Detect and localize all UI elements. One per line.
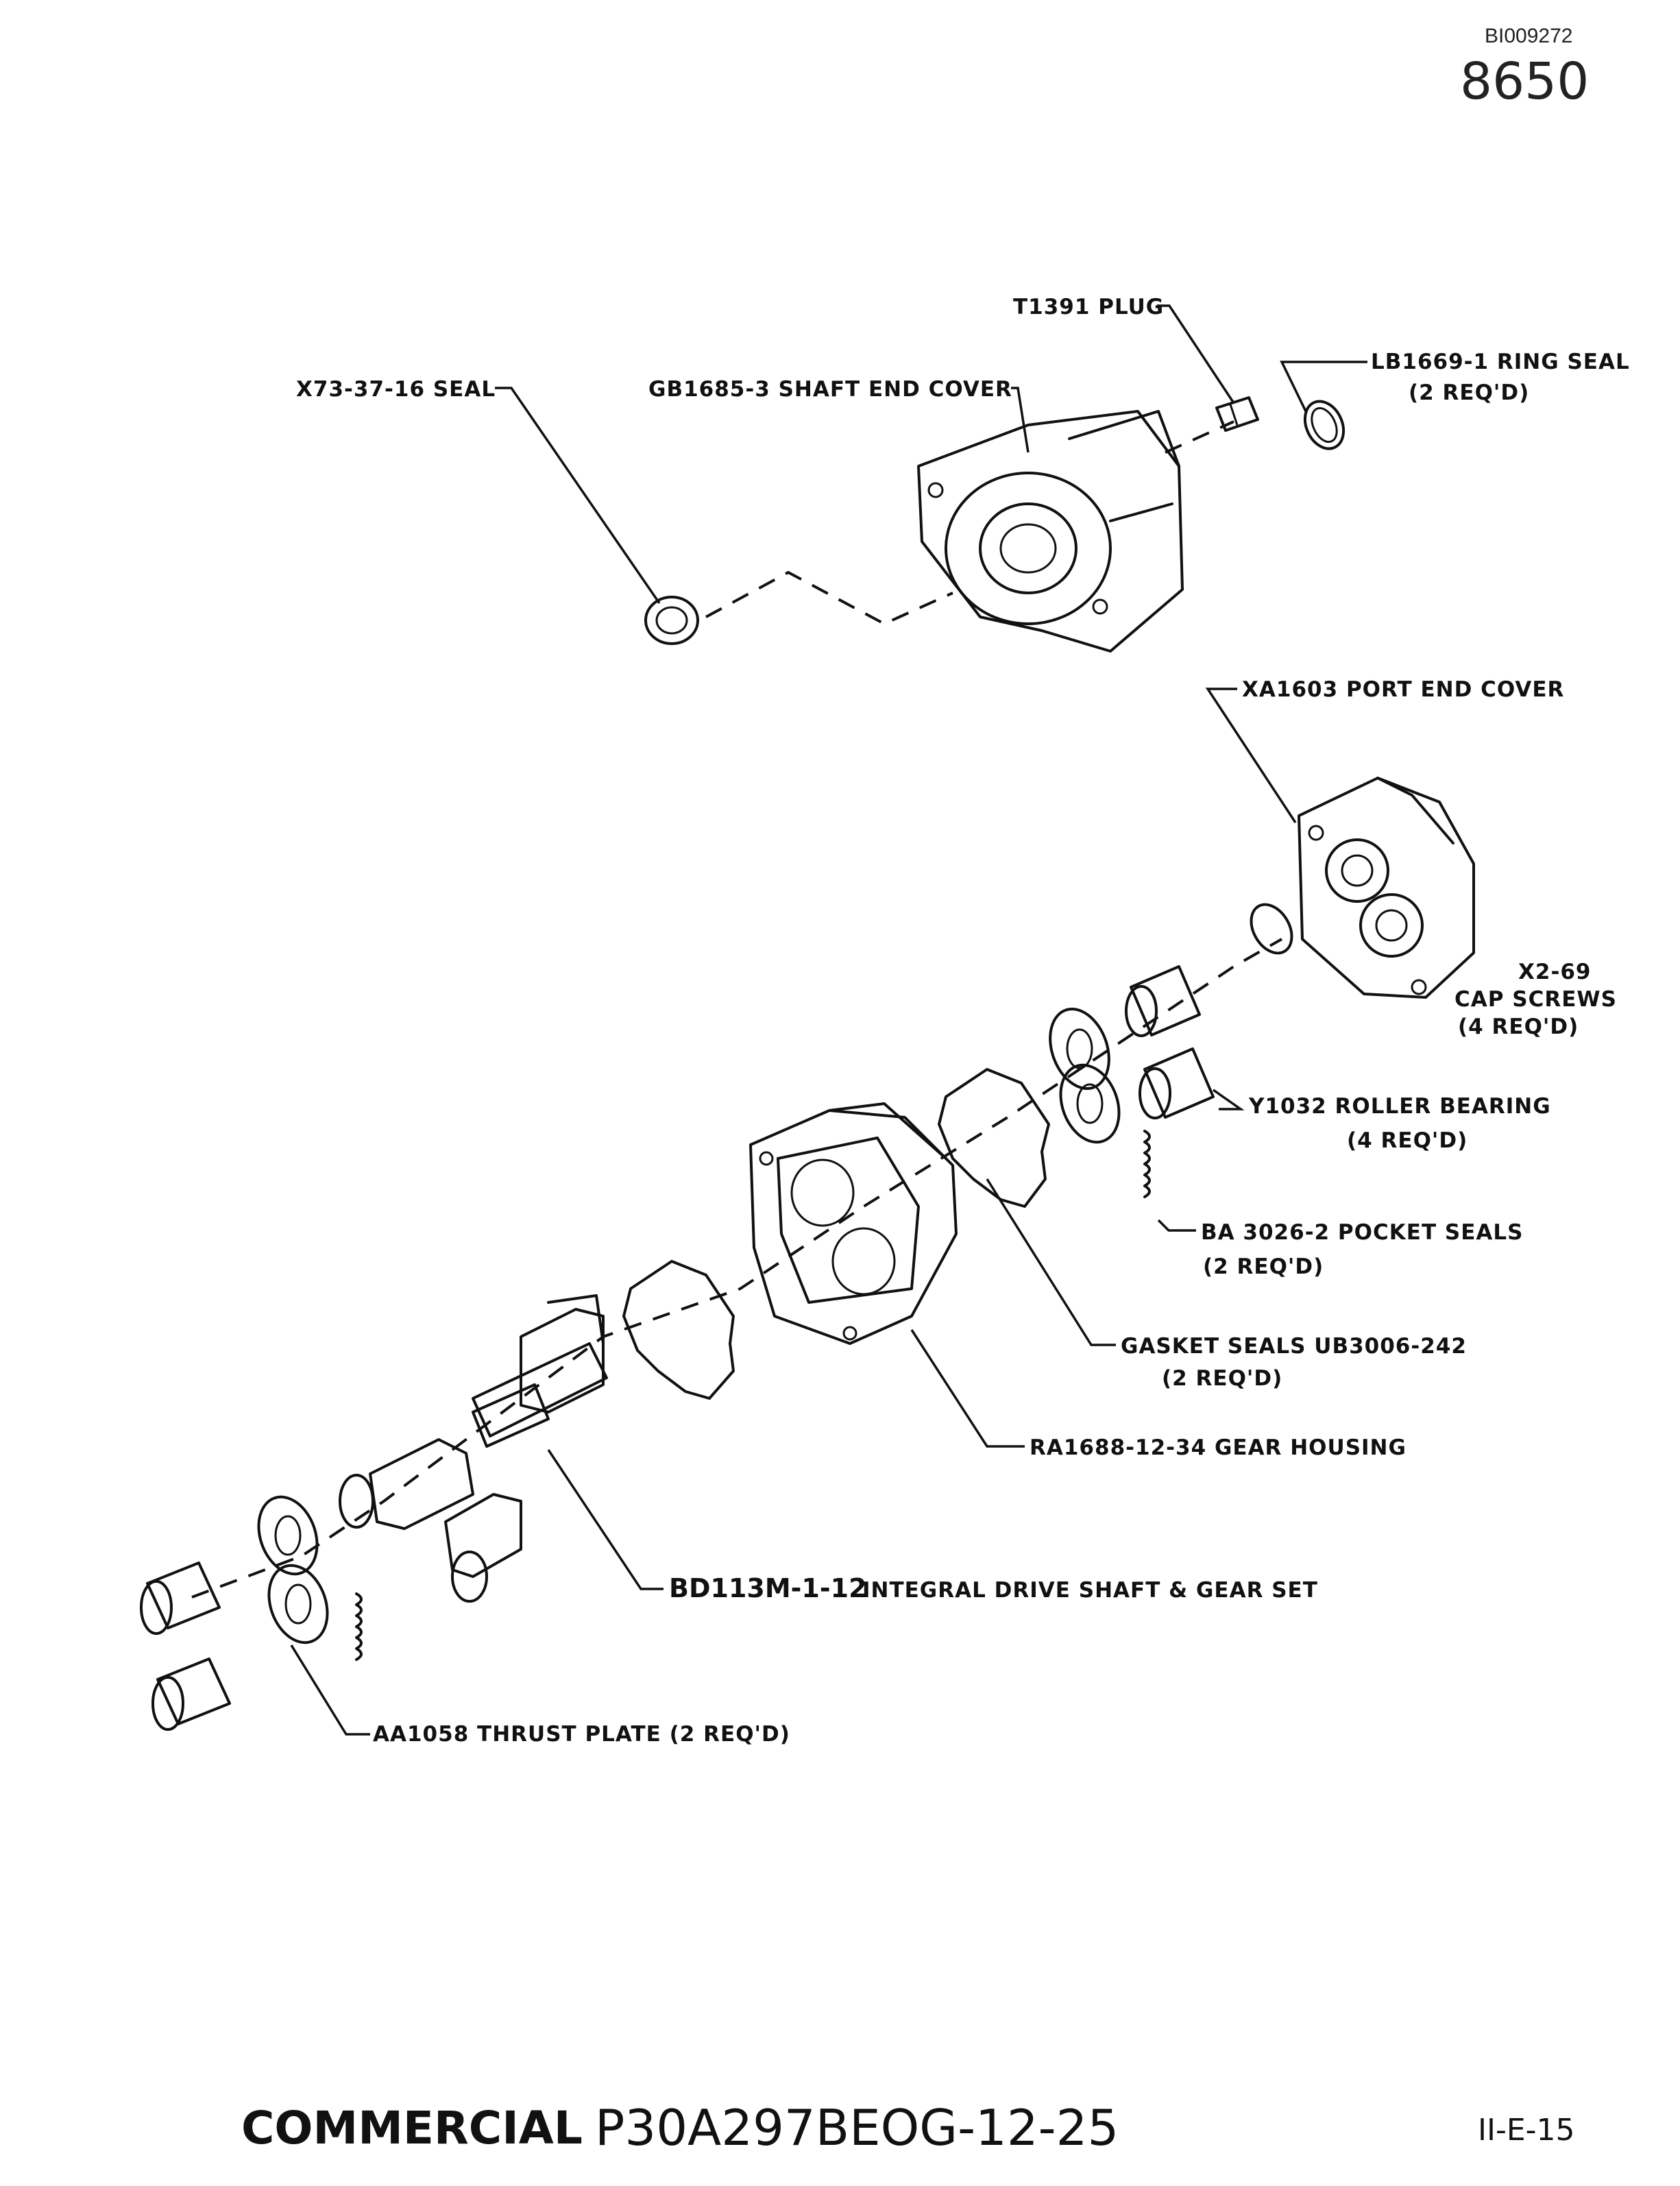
label-plug: T1391 PLUG xyxy=(1013,295,1165,319)
label-gear-housing: RA1688-12-34 GEAR HOUSING xyxy=(1030,1435,1407,1460)
label-gasket-seals: GASKET SEALS UB3006-242 xyxy=(1121,1334,1467,1359)
axis-main xyxy=(191,938,1282,1599)
roller-bearings-right xyxy=(1125,965,1215,1119)
shaft-end-cover-part xyxy=(917,410,1184,653)
thrust-plate-left xyxy=(257,1495,329,1644)
sheet-number: 8650 xyxy=(1460,52,1590,111)
label-seal: X73-37-16 SEAL xyxy=(296,377,496,402)
leader-thrust-plate xyxy=(290,1644,370,1736)
leader-drive-shaft xyxy=(547,1449,664,1590)
label-roller-bearing-qty: (4 REQ'D) xyxy=(1347,1128,1468,1153)
gear-housing-part xyxy=(749,1102,958,1345)
leader-pocket-seals xyxy=(1157,1219,1196,1232)
thrust-plate-right xyxy=(1049,1007,1121,1144)
gasket-left xyxy=(622,1260,735,1400)
footer-page-ref: II-E-15 xyxy=(1478,2113,1575,2148)
label-port-end-cover: XA1603 PORT END COVER xyxy=(1242,677,1565,702)
label-shaft-end-cover: GB1685-3 SHAFT END COVER xyxy=(648,377,1012,402)
leader-port-end-cover xyxy=(1205,688,1297,823)
ring-seal-part xyxy=(1303,400,1346,450)
leader-plug xyxy=(1157,304,1235,404)
plug-part xyxy=(1215,396,1259,432)
label-roller-bearing: Y1032 ROLLER BEARING xyxy=(1249,1094,1551,1119)
label-ring-seal-qty: (2 REQ'D) xyxy=(1409,380,1530,405)
label-cap-screws: CAP SCREWS xyxy=(1454,987,1617,1012)
leader-shaft-end-cover xyxy=(1011,387,1030,453)
label-drive-shaft-desc: INTEGRAL DRIVE SHAFT & GEAR SET xyxy=(862,1578,1318,1603)
leader-gear-housing xyxy=(910,1329,1025,1448)
roller-bearings-left xyxy=(140,1562,231,1731)
leader-lines xyxy=(290,304,1367,1736)
gasket-right xyxy=(938,1068,1050,1208)
leader-gasket-seals xyxy=(986,1178,1116,1346)
label-pocket-seals-qty: (2 REQ'D) xyxy=(1203,1254,1324,1279)
label-cap-screws-part: X2-69 xyxy=(1518,960,1592,984)
label-ring-seal: LB1669-1 RING SEAL xyxy=(1371,350,1630,374)
leader-ring-seal xyxy=(1280,361,1367,412)
label-thrust-plate: AA1058 THRUST PLATE (2 REQ'D) xyxy=(373,1722,790,1747)
document-id: BI009272 xyxy=(1485,25,1573,47)
leader-seal xyxy=(495,387,661,604)
label-drive-shaft: BD113M-1-12 xyxy=(669,1573,867,1603)
leader-roller-bearing xyxy=(1212,1089,1245,1110)
pocket-seals-right xyxy=(1143,1130,1151,1198)
axis-plug xyxy=(1165,420,1234,454)
small-ring-part xyxy=(1250,903,1293,955)
shaft-seal-part xyxy=(644,596,699,645)
pocket-seals-left xyxy=(355,1592,363,1661)
label-pocket-seals: BA 3026-2 POCKET SEALS xyxy=(1201,1220,1524,1245)
footer-commercial: COMMERCIAL xyxy=(241,2102,583,2154)
port-end-cover-part xyxy=(1298,777,1475,999)
footer-model-number: P30A297BEOG-12-25 xyxy=(595,2099,1119,2157)
axis-seal-to-cover xyxy=(705,570,953,626)
label-cap-screws-qty: (4 REQ'D) xyxy=(1458,1015,1579,1039)
label-gasket-seals-qty: (2 REQ'D) xyxy=(1162,1366,1283,1391)
drive-shaft-part xyxy=(339,1294,608,1603)
